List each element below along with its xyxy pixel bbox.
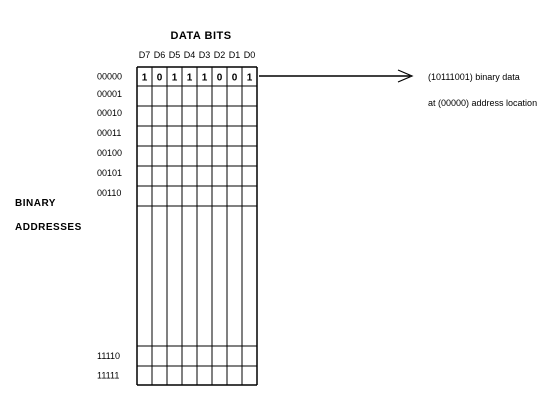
address-label: 00100	[97, 148, 122, 158]
column-header-d1: D1	[229, 50, 241, 60]
address-label: 11110	[97, 351, 120, 361]
address-label: 00001	[97, 89, 122, 99]
column-header-d0: D0	[244, 50, 256, 60]
column-header-d2: D2	[214, 50, 226, 60]
address-labels: 00000 00001 00010 00011 00100 00101 00110 11110…	[97, 72, 122, 381]
column-header-d6: D6	[154, 50, 166, 60]
column-header-d5: D5	[169, 50, 181, 60]
bit-value: 1	[202, 73, 208, 84]
bit-value: 0	[217, 73, 223, 84]
addresses-label: ADDRESSES	[15, 222, 82, 233]
column-header-d7: D7	[139, 50, 151, 60]
bit-value: 0	[157, 73, 163, 84]
bit-value: 1	[247, 73, 253, 84]
address-label: 00101	[97, 168, 122, 178]
binary-label: BINARY	[15, 198, 56, 209]
column-header-d4: D4	[184, 50, 196, 60]
annotation-line-1: (10111001) binary data	[428, 72, 520, 82]
address-label: 11111	[97, 371, 119, 381]
address-label: 00110	[97, 188, 121, 198]
memory-grid	[136, 66, 258, 386]
bit-value: 0	[232, 73, 238, 84]
address-label: 00011	[97, 128, 121, 138]
bit-value: 1	[172, 73, 178, 84]
column-header-d3: D3	[199, 50, 211, 60]
pointer-arrowhead	[397, 69, 414, 83]
bit-value: 1	[142, 73, 148, 84]
data-bits-title: DATA BITS	[170, 30, 231, 42]
address-label: 00000	[97, 72, 122, 82]
address-label: 00010	[97, 108, 122, 118]
annotation-line-2: at (00000) address location	[428, 98, 537, 108]
bit-value: 1	[187, 73, 193, 84]
